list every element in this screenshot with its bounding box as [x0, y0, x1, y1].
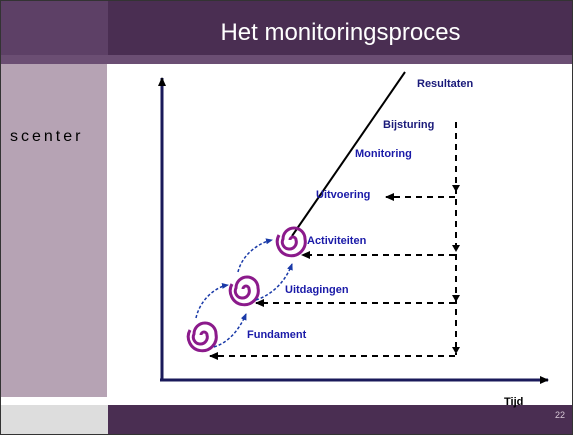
- down-arrow-2: [452, 245, 460, 252]
- header-band-left: [0, 0, 108, 55]
- footer-band-left: [0, 405, 108, 435]
- label-uitvoering: Uitvoering: [316, 189, 370, 201]
- down-arrow-3: [452, 295, 460, 302]
- footer-band: [108, 405, 573, 435]
- connector-1b: [213, 313, 247, 348]
- sidebar: [0, 64, 107, 397]
- spiral-activiteiten: [275, 226, 307, 258]
- label-resultaten: Resultaten: [417, 78, 474, 90]
- page-number: 22: [554, 410, 565, 420]
- spiral-connectors: [195, 238, 293, 348]
- label-activiteiten: Activiteiten: [307, 235, 367, 247]
- vertical-dashed-feedback: [452, 122, 460, 355]
- connector-2a: [237, 238, 273, 273]
- sidebar-label: scenter: [10, 128, 84, 145]
- connector-2b: [255, 263, 293, 301]
- down-arrow-4: [452, 347, 460, 354]
- horizontal-dashed-feedback: [209, 193, 455, 360]
- label-bijsturing: Bijsturing: [383, 119, 434, 131]
- down-arrow-1: [452, 185, 460, 192]
- spiral-uitdagingen: [228, 275, 260, 307]
- spiral-fundament: [186, 321, 218, 353]
- x-axis-label: Tijd: [504, 396, 524, 408]
- connector-1a: [195, 282, 229, 319]
- label-monitoring: Monitoring: [355, 148, 412, 160]
- label-fundament: Fundament: [247, 329, 307, 341]
- header-accent-band: [0, 55, 573, 64]
- label-uitdagingen: Uitdagingen: [285, 284, 349, 296]
- slide-title: Het monitoringsproces: [220, 19, 461, 46]
- axes: [158, 77, 549, 384]
- progress-diagonal: [291, 71, 406, 237]
